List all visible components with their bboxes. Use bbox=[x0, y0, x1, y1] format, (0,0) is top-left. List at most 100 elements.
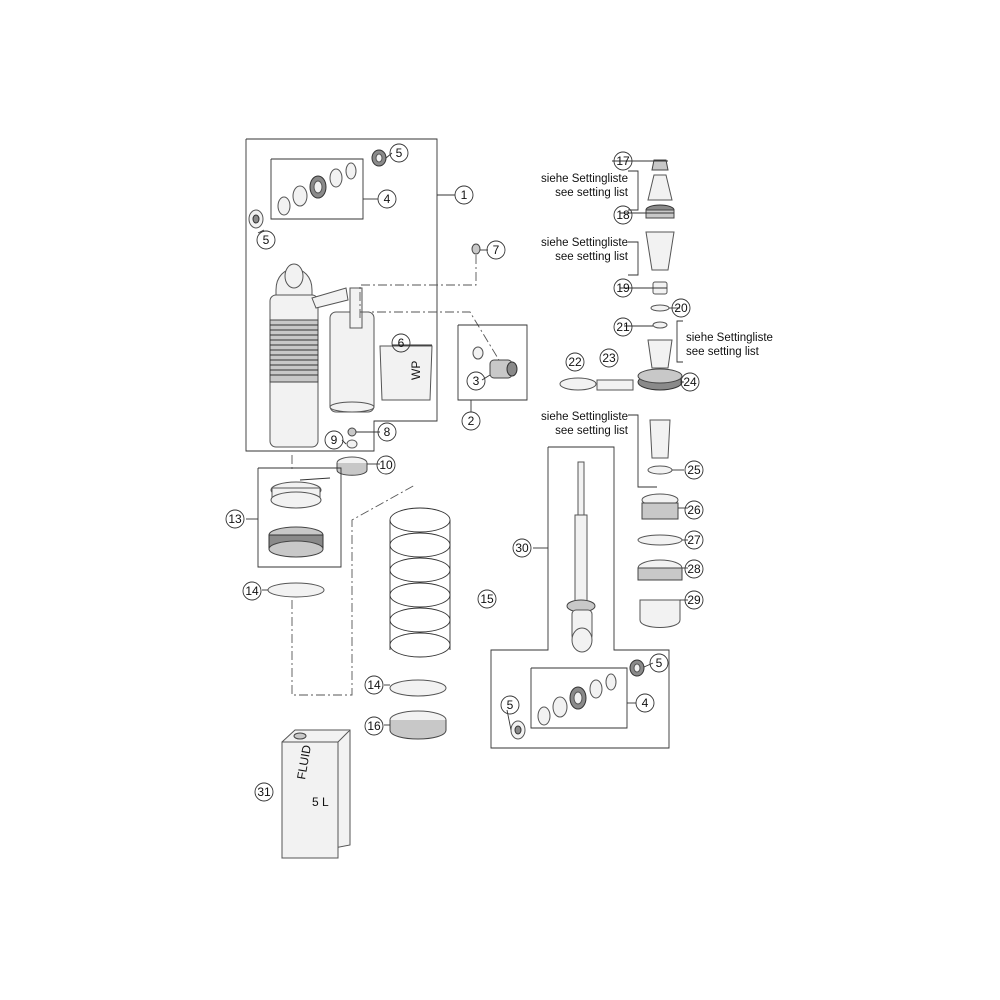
callout-6: 6 bbox=[391, 333, 411, 353]
fluid-can: FLUID 5 L bbox=[281, 729, 351, 859]
band-23 bbox=[596, 379, 634, 391]
callout-5-top-right: 5 bbox=[389, 143, 409, 163]
setting-note-2-de: siehe Settingliste bbox=[541, 237, 628, 249]
callout-5-top-left: 5 bbox=[256, 230, 276, 250]
svg-text:9: 9 bbox=[331, 433, 338, 447]
o-ring-9 bbox=[346, 439, 358, 449]
callout-8: 8 bbox=[377, 422, 397, 442]
callout-5-bottom-left: 5 bbox=[500, 695, 520, 715]
svg-text:26: 26 bbox=[687, 503, 701, 517]
callout-28: 28 bbox=[684, 559, 704, 579]
svg-text:16: 16 bbox=[367, 719, 381, 733]
svg-text:29: 29 bbox=[687, 593, 701, 607]
spring-seat-16 bbox=[389, 710, 447, 740]
callout-30: 30 bbox=[512, 538, 532, 558]
svg-text:5: 5 bbox=[396, 146, 403, 160]
setting-note-1-de: siehe Settingliste bbox=[541, 173, 628, 185]
svg-text:31: 31 bbox=[257, 785, 271, 799]
callout-15: 15 bbox=[477, 589, 497, 609]
svg-text:30: 30 bbox=[515, 541, 529, 555]
shock-body bbox=[269, 263, 375, 448]
seal-kit-frame-bottom bbox=[530, 667, 628, 729]
svg-text:14: 14 bbox=[367, 678, 381, 692]
svg-text:21: 21 bbox=[616, 320, 630, 334]
callout-17: 17 bbox=[613, 151, 633, 171]
svg-text:24: 24 bbox=[683, 375, 697, 389]
setting-note-3-de: siehe Settingliste bbox=[686, 332, 773, 344]
svg-text:8: 8 bbox=[384, 425, 391, 439]
callout-26: 26 bbox=[684, 500, 704, 520]
callout-20: 20 bbox=[671, 298, 691, 318]
svg-text:2: 2 bbox=[468, 414, 475, 428]
setting-note-3: siehe Settingliste see setting list bbox=[686, 331, 773, 359]
callout-3: 3 bbox=[466, 371, 486, 391]
svg-text:10: 10 bbox=[379, 458, 393, 472]
setting-note-2: siehe Settingliste see setting list bbox=[541, 236, 628, 264]
svg-text:15: 15 bbox=[480, 592, 494, 606]
svg-text:23: 23 bbox=[602, 351, 616, 365]
svg-text:4: 4 bbox=[642, 696, 649, 710]
seal-kit-parts-top bbox=[248, 149, 387, 229]
callout-14-right: 14 bbox=[364, 675, 384, 695]
cap-10 bbox=[336, 456, 368, 476]
seal-kit-frame-top bbox=[270, 158, 364, 220]
callout-29: 29 bbox=[684, 590, 704, 610]
assembly-frame-1 bbox=[245, 138, 438, 452]
callout-19: 19 bbox=[613, 278, 633, 298]
svg-text:18: 18 bbox=[616, 208, 630, 222]
setting-note-4-de: siehe Settingliste bbox=[541, 411, 628, 423]
can-label-fluid: FLUID bbox=[294, 744, 314, 781]
callout-4-bottom: 4 bbox=[635, 693, 655, 713]
valve-stack bbox=[637, 159, 683, 628]
setting-note-2-en: see setting list bbox=[555, 251, 628, 263]
setting-note-1: siehe Settingliste see setting list bbox=[541, 172, 628, 200]
callout-10: 10 bbox=[376, 455, 396, 475]
setting-note-4: siehe Settingliste see setting list bbox=[541, 410, 628, 438]
spring-15 bbox=[389, 507, 451, 658]
callout-14-left: 14 bbox=[242, 581, 262, 601]
setting-note-3-en: see setting list bbox=[686, 346, 759, 358]
piston-rod bbox=[566, 461, 596, 653]
svg-text:1: 1 bbox=[461, 188, 468, 202]
svg-text:27: 27 bbox=[687, 533, 701, 547]
reservoir-label-sleeve: WP bbox=[379, 345, 433, 401]
washer-14-left bbox=[267, 582, 325, 598]
svg-text:5: 5 bbox=[507, 698, 514, 712]
setting-note-1-en: see setting list bbox=[555, 187, 628, 199]
svg-text:6: 6 bbox=[398, 336, 405, 350]
preload-adjuster bbox=[268, 477, 331, 558]
setting-note-4-en: see setting list bbox=[555, 425, 628, 437]
callout-18: 18 bbox=[613, 205, 633, 225]
callout-27: 27 bbox=[684, 530, 704, 550]
seal-kit-parts-bottom bbox=[510, 659, 645, 740]
callout-21: 21 bbox=[613, 317, 633, 337]
svg-text:14: 14 bbox=[245, 584, 259, 598]
svg-text:4: 4 bbox=[384, 192, 391, 206]
callout-1: 1 bbox=[454, 185, 474, 205]
washer-14-right bbox=[389, 679, 447, 697]
callout-23: 23 bbox=[599, 348, 619, 368]
callout-9: 9 bbox=[324, 430, 344, 450]
assembly-frame-2 bbox=[457, 324, 528, 401]
adjuster-valve bbox=[472, 346, 518, 379]
callout-5-bottom-right: 5 bbox=[649, 653, 669, 673]
svg-text:19: 19 bbox=[616, 281, 630, 295]
callout-25: 25 bbox=[684, 460, 704, 480]
assembly-frame-13 bbox=[257, 467, 342, 568]
svg-text:22: 22 bbox=[568, 355, 582, 369]
bleed-screw bbox=[347, 427, 357, 437]
callout-7: 7 bbox=[486, 240, 506, 260]
svg-text:13: 13 bbox=[228, 512, 242, 526]
svg-text:3: 3 bbox=[473, 374, 480, 388]
svg-text:28: 28 bbox=[687, 562, 701, 576]
callout-13: 13 bbox=[225, 509, 245, 529]
callout-leaders bbox=[246, 152, 688, 731]
svg-text:20: 20 bbox=[674, 301, 688, 315]
valve-cap bbox=[471, 243, 481, 255]
svg-text:17: 17 bbox=[616, 154, 630, 168]
callout-24: 24 bbox=[680, 372, 700, 392]
svg-text:5: 5 bbox=[656, 656, 663, 670]
ring-22 bbox=[559, 377, 597, 391]
reservoir-brand-text: WP bbox=[409, 361, 423, 380]
